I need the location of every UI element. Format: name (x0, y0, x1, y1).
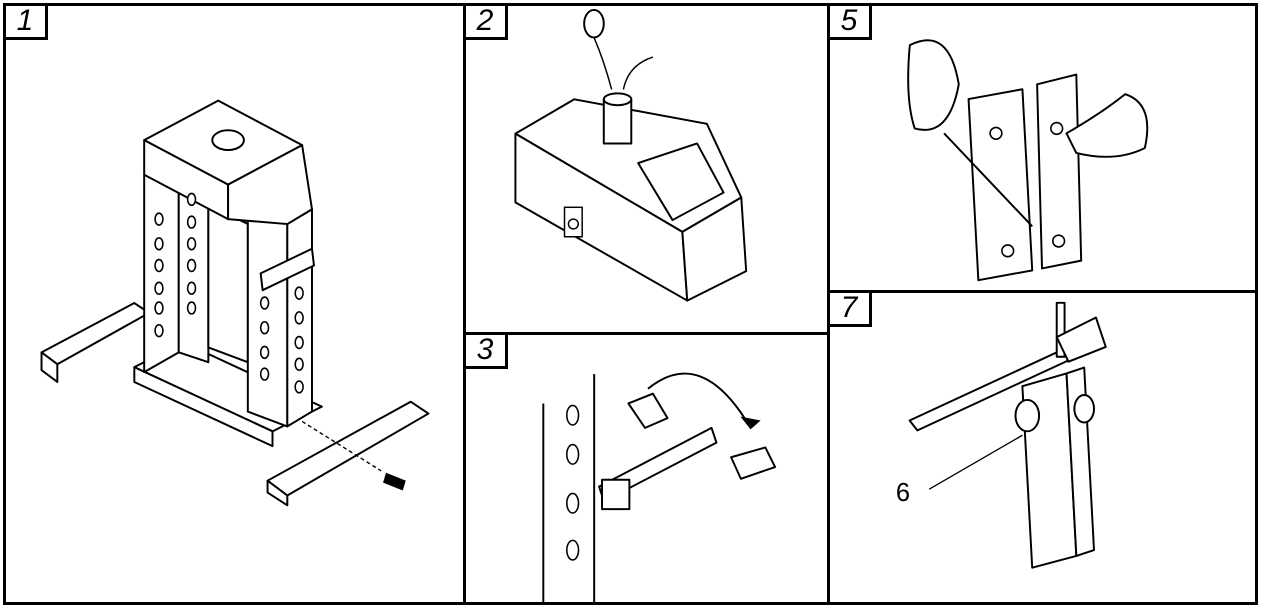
panel-step-7: 7 6 (827, 290, 1258, 605)
panel-step-3: 3 (463, 332, 830, 605)
pin-insertion-illustration (542, 372, 777, 602)
callout-label-6: 6 (896, 479, 910, 507)
step-number-3: 3 (466, 335, 508, 369)
step-number-1: 1 (6, 6, 48, 40)
panel-step-5: 5 (827, 3, 1258, 293)
press-frame-assembly-illustration (40, 99, 430, 507)
panel-step-2: 2 (463, 3, 830, 335)
hand-adjust-illustration (907, 39, 1149, 282)
callout-leader-line (928, 434, 1023, 490)
panel-step-1: 1 (3, 3, 466, 605)
step-number-7: 7 (830, 293, 872, 327)
hand-pump-illustration: 6 (896, 301, 1107, 569)
step-number-5: 5 (830, 6, 872, 40)
pump-reservoir-illustration (514, 8, 748, 302)
step-number-2: 2 (466, 6, 508, 40)
